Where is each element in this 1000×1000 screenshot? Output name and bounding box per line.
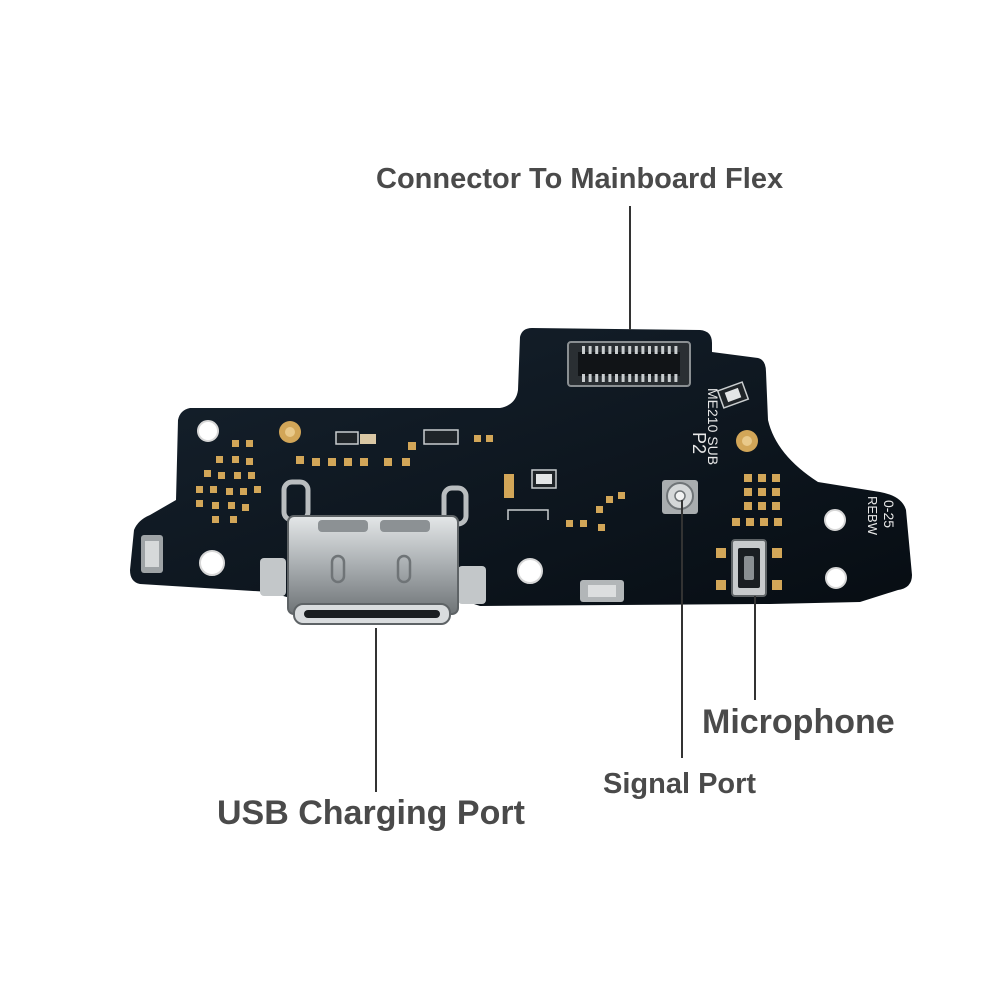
connector-pin [634,374,638,382]
smd-pad [772,502,780,510]
microphone-component [716,539,782,597]
connector-pin [674,374,678,382]
usb-leader-line [375,628,377,792]
smd-pad [228,502,235,509]
connector-pin [588,346,592,354]
smd-pad [212,516,219,523]
connector-pin [667,346,671,354]
smd-pad [234,472,241,479]
connector-pin [661,346,665,354]
smd-pad [760,518,768,526]
connector-pin [648,346,651,354]
smd-pad [196,486,203,493]
usb-c-port [260,479,486,625]
connector-pin [621,374,625,382]
silkscreen-board-id-text: ME210 SUB [705,388,721,465]
left-clip [141,535,163,573]
connector-pin [621,346,625,354]
silkscreen-code: REBW [865,496,880,536]
signal-port-label: Signal Port [603,768,757,800]
smd-pad [772,474,780,482]
connector-pin [588,374,592,382]
smd-pad [746,518,754,526]
connector-pin [667,374,671,382]
signal-port-connector [662,480,698,514]
smd-pad [242,504,249,511]
connector-pin [654,374,658,382]
connector-pin [615,346,618,354]
connector-pin [641,374,645,382]
smd-pad [758,502,766,510]
smd-pad [240,488,247,495]
smd-pad [232,440,239,447]
silkscreen-board-id: ME210 SUB [705,388,721,465]
connector-pin [595,346,599,354]
smd-pad [226,488,233,495]
smd-pad [232,456,239,463]
connector-pin [634,346,638,354]
usb-charging-port-label: USB Charging Port [217,794,525,832]
smd-pad [196,500,203,507]
connector-pin [661,374,665,382]
gold-test-pads [279,421,758,452]
top-smd-components [296,429,493,466]
silkscreen-date-code-text: 0-25 [881,500,897,528]
connector-pin [595,374,599,382]
smd-pad [254,486,261,493]
smd-pad-cluster-left [196,440,261,523]
smd-pad [246,458,253,465]
mounting-holes [197,420,847,589]
connector-pin [601,346,605,354]
smd-pad [758,488,766,496]
microphone-label: Microphone [702,703,895,741]
connector-pin [615,374,618,382]
connector-pin [628,374,632,382]
smd-pad [230,516,237,523]
smd-pad [744,502,752,510]
connector-leader-line [629,206,631,330]
smd-pad [210,486,217,493]
connector-pin [582,346,585,354]
connector-pin [628,346,632,354]
smd-pad [246,440,253,447]
smd-pad [204,470,211,477]
smd-pad [218,472,225,479]
smd-pad [772,488,780,496]
smd-pad-cluster-right [732,474,782,526]
connector-pin [641,346,645,354]
connector-pin [601,374,605,382]
connector-pin [608,346,612,354]
smd-pad [216,456,223,463]
silkscreen-revision: P2 [689,432,709,454]
connector-label: Connector To Mainboard Flex [376,163,784,195]
connector-pin [582,374,585,382]
silkscreen-code-text: REBW [865,496,880,536]
microphone-leader-line [754,596,756,700]
smd-pad [774,518,782,526]
smd-pad [744,488,752,496]
smd-pad [744,474,752,482]
connector-pin [648,374,651,382]
silkscreen-revision-text: P2 [689,432,709,454]
top-right-components [716,381,750,409]
signal-leader-line [681,500,683,758]
connector-pin [608,374,612,382]
connector-pin [654,346,658,354]
silkscreen-date-code: 0-25 [881,500,897,528]
smd-pad [732,518,740,526]
connector-pin [674,346,678,354]
smd-pad [212,502,219,509]
smd-pad [758,474,766,482]
smd-pad [248,472,255,479]
center-smd-components [504,469,625,602]
mainboard-flex-connector [567,341,691,387]
